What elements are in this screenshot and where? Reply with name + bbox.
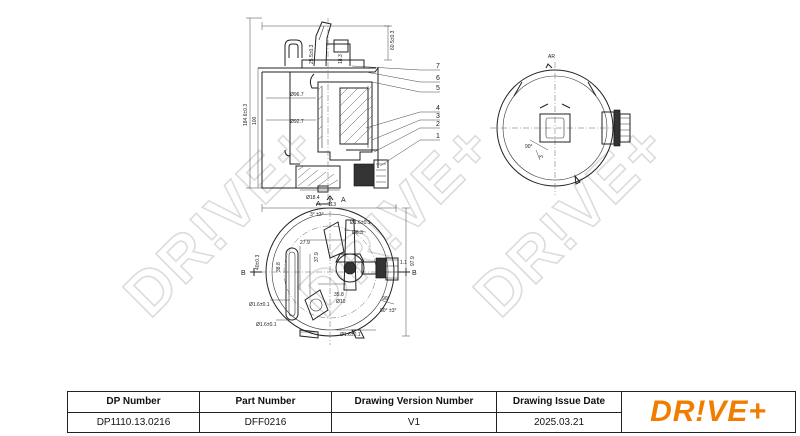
section-label-a: A [316,201,321,208]
dim-label: 40±0.3 [255,255,261,270]
issue-date-column: Drawing Issue Date 2025.03.21 [497,392,622,432]
part-number-value: DFF0216 [244,416,287,428]
view-label: AR [548,54,555,60]
callout-number: 4 [436,105,440,112]
logo-cell: DR!VE+ [622,392,795,432]
side-view-ar [490,62,631,195]
dim-label: 90° [525,144,533,150]
dim-label: 25.5±0.3 [309,44,315,64]
dp-number-value: DP1110.13.0216 [96,416,171,428]
top-view [250,200,410,345]
callout-number: 5 [436,85,440,92]
dp-number-header: DP Number [68,392,199,413]
issue-date-header: Drawing Issue Date [497,392,621,413]
part-number-column: Part Number DFF0216 [200,392,332,432]
dim-label: 90° [382,296,390,302]
dim-label: 3 [539,155,545,158]
brand-logo: DR!VE+ [650,395,767,428]
issue-date-value: 2025.03.21 [533,416,585,428]
dim-label: 100 [252,116,258,125]
callout-number: 1 [436,133,440,140]
watermark: DR!VE+ DR!VE+ DR!VE+ [110,110,681,331]
dim-label: Ø1.6±0.1 [256,322,277,328]
callout-number: 2 [436,121,440,128]
part-number-header: Part Number [200,392,331,413]
dim-label: 97.9 [410,256,416,266]
technical-drawing: DR!VE+ DR!VE+ DR!VE+ [110,17,681,345]
dim-label: 1.1 [400,260,407,266]
section-label-b: B [241,270,246,277]
version-column: Drawing Version Number V1 [332,392,497,432]
dim-label: 3° ±3° [310,212,324,218]
version-header: Drawing Version Number [332,392,496,413]
dim-label: Ø92.7 [290,119,304,125]
dim-label: 60.5±0.3 [390,30,396,50]
title-block: DP Number DP1110.13.0216 Part Number DFF… [67,391,796,433]
dim-label: Ø1.6±0.1 [340,332,361,338]
front-section-view [246,17,440,205]
dim-label: 27.9 [300,240,310,246]
dim-label: Ø10 [336,299,346,305]
callout-number: 6 [436,75,440,82]
dim-label: 113 [328,202,336,208]
dim-label: Ø1.6±0.1 [350,220,371,226]
dim-label: Ø96.7 [290,92,304,98]
callout-number: 3 [436,113,440,120]
dim-label: 80° ±3° [380,308,396,314]
dim-label: Ø18.4 [306,195,320,201]
dim-label: 38.8 [276,262,282,272]
section-label-b: B [412,270,417,277]
section-label-a: A [341,197,346,204]
version-value: V1 [407,416,421,428]
dim-label: Ø6.3 [352,230,363,236]
watermark-text: DR!VE+ [111,111,330,330]
dim-label: 37.9 [314,252,320,262]
watermark-text: DR!VE+ [461,111,680,330]
callout-number: 7 [436,63,440,70]
dim-label: 35.8 [334,292,344,298]
dim-label: 18.3 [338,54,344,64]
watermark-text: DR!VE+ [286,111,505,330]
dim-label: Ø1.6±0.1 [249,302,270,308]
dim-label: 184.6±0.3 [243,104,249,126]
dp-number-column: DP Number DP1110.13.0216 [68,392,200,432]
